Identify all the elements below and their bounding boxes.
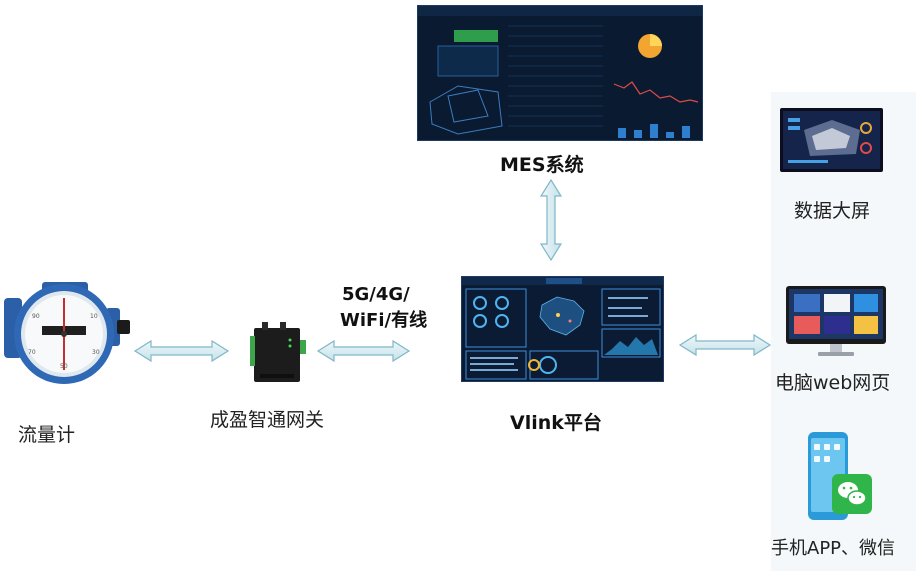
flowmeter-label: 流量计 (18, 424, 76, 446)
arrow-gateway-platform (316, 339, 411, 363)
gateway-device (250, 318, 310, 386)
network-label-line1: 5G/4G/ (342, 284, 410, 305)
svg-text:50: 50 (60, 363, 68, 370)
arrow-mes-platform (539, 178, 563, 262)
svg-text:90: 90 (32, 313, 40, 320)
pcweb-device (786, 286, 886, 358)
svg-text:30: 30 (92, 349, 100, 356)
client-panel: 数据大屏 电脑web网页 (771, 92, 916, 571)
mes-dashboard-icon (418, 6, 702, 140)
arrow-meter-gateway (133, 339, 230, 363)
arrow-platform-clients (678, 333, 772, 357)
pcweb-label: 电脑web网页 (775, 372, 891, 394)
platform-label: Vlink平台 (510, 412, 602, 434)
platform-screenshot (461, 276, 664, 382)
network-label-line2: WiFi/有线 (340, 310, 428, 331)
gateway-icon (250, 322, 306, 382)
mes-label: MES系统 (500, 154, 584, 176)
bigscreen-device (780, 108, 883, 172)
flowmeter-icon: 90 10 70 30 50 (4, 282, 130, 384)
mobile-device (804, 432, 872, 524)
flowmeter-device: 90 10 70 30 50 (2, 268, 130, 396)
platform-dashboard-icon (462, 277, 663, 381)
mes-screenshot (417, 5, 703, 141)
desktop-computer-icon (786, 286, 886, 356)
svg-text:10: 10 (90, 313, 98, 320)
svg-text:70: 70 (28, 349, 36, 356)
monitor-icon (780, 108, 883, 172)
gateway-label: 成盈智通网关 (210, 409, 325, 431)
bigscreen-label: 数据大屏 (794, 200, 871, 222)
smartphone-icon (808, 432, 872, 520)
mobile-label: 手机APP、微信 (771, 538, 896, 559)
